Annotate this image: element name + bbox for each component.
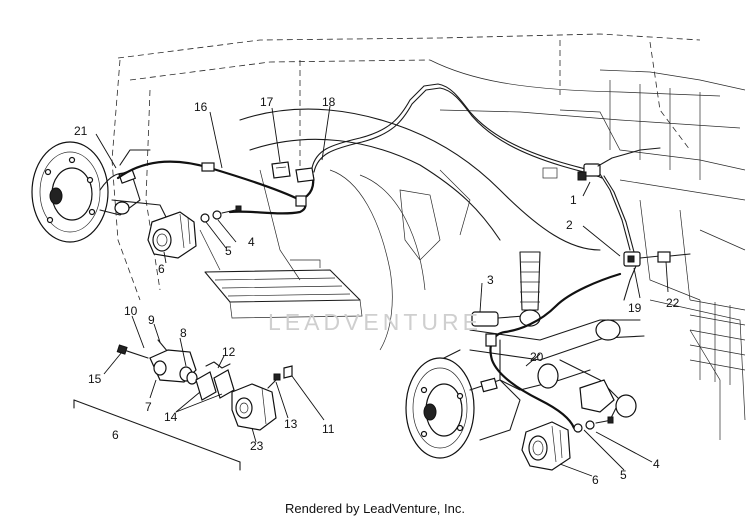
front-hub-left xyxy=(31,141,171,243)
callout-4-left: 4 xyxy=(248,235,255,249)
hose-clip-bracket xyxy=(271,161,315,183)
callout-21: 21 xyxy=(74,124,88,138)
callout-7: 7 xyxy=(145,400,152,414)
callout-2: 2 xyxy=(566,218,573,232)
callout-19: 19 xyxy=(628,301,642,315)
vehicle-frame-outline xyxy=(111,33,746,440)
front-caliper-right xyxy=(521,416,614,471)
callout-9: 9 xyxy=(148,313,155,327)
front-hub-right xyxy=(405,357,521,459)
callout-8: 8 xyxy=(180,326,187,340)
callout-10: 10 xyxy=(124,304,138,318)
callout-12: 12 xyxy=(222,345,236,359)
callout-6-front-left: 6 xyxy=(158,262,165,276)
callout-11: 11 xyxy=(322,422,335,436)
brake-line-steel xyxy=(311,83,635,253)
watermark-text: LEADVENTURE xyxy=(268,309,482,335)
front-caliper-left xyxy=(147,205,242,259)
callout-16: 16 xyxy=(194,100,208,114)
callout-17: 17 xyxy=(260,95,274,109)
callout-22: 22 xyxy=(666,296,680,310)
brake-fitting-right xyxy=(623,251,691,301)
callout-4-right: 4 xyxy=(653,457,660,471)
callout-20: 20 xyxy=(530,350,544,364)
callout-15: 15 xyxy=(88,372,102,386)
fender-panel xyxy=(239,108,601,351)
callout-18: 18 xyxy=(322,95,336,109)
brake-hose-right xyxy=(485,272,622,430)
floor-board xyxy=(199,229,363,319)
callout-13: 13 xyxy=(284,417,298,431)
callout-5-right: 5 xyxy=(620,468,627,482)
render-credit: Rendered by LeadVenture, Inc. xyxy=(285,501,465,516)
callout-14: 14 xyxy=(164,410,178,424)
callout-5-left: 5 xyxy=(225,244,232,258)
callout-leaders xyxy=(95,105,669,477)
callout-3: 3 xyxy=(487,273,494,287)
callout-6-exploded: 6 xyxy=(112,428,119,442)
junction-block xyxy=(577,147,661,181)
callout-6-front-right: 6 xyxy=(592,473,599,487)
callout-1: 1 xyxy=(570,193,577,207)
callout-23: 23 xyxy=(250,439,264,453)
